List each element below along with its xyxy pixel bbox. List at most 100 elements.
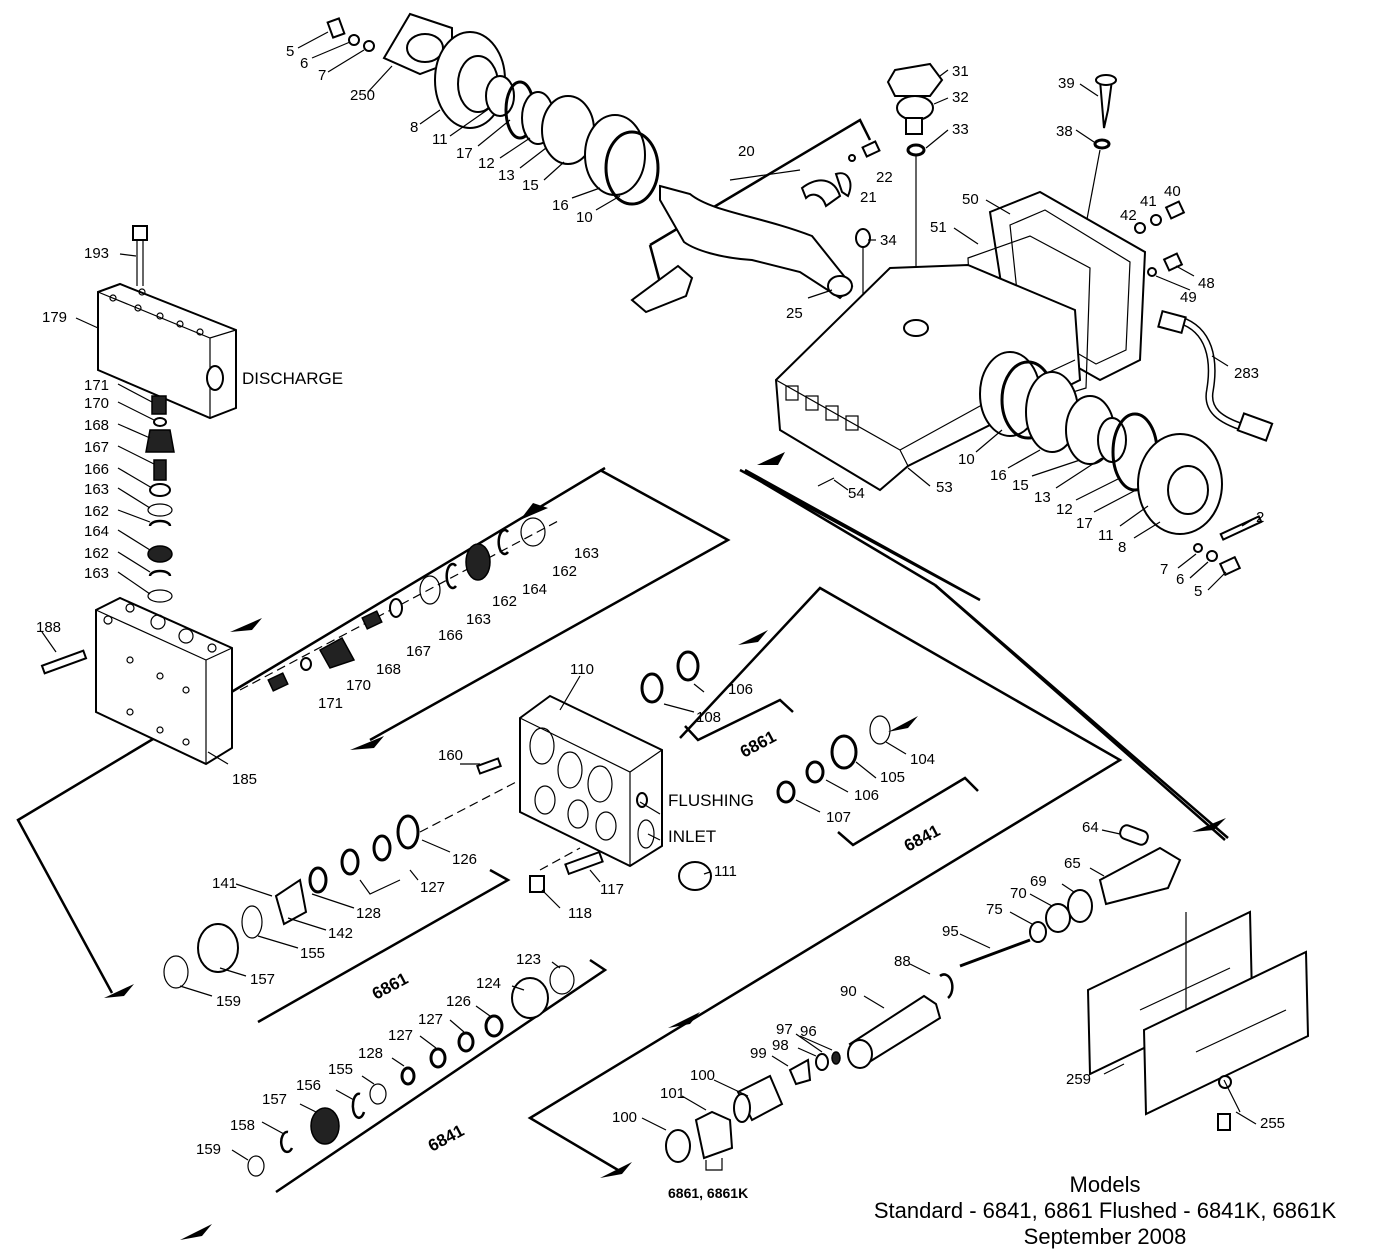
part-label: 25 [786, 305, 803, 322]
inlet-port-label: INLET [668, 827, 716, 846]
part-label: 283 [1234, 365, 1259, 382]
part-label: 171 [84, 377, 109, 394]
model-label: 6861, 6861K [668, 1185, 748, 1201]
part-label: 127 [388, 1027, 413, 1044]
part-label: 50 [962, 191, 979, 208]
part-label: 33 [952, 121, 969, 138]
part-label: 163 [466, 611, 491, 628]
part-label: 99 [750, 1045, 767, 1062]
part-label: 51 [930, 219, 947, 236]
part-label: 168 [84, 417, 109, 434]
part-label: 170 [346, 677, 371, 694]
part-label: 127 [418, 1011, 443, 1028]
part-label: 126 [452, 851, 477, 868]
part-label: 156 [296, 1077, 321, 1094]
part-label: 166 [438, 627, 463, 644]
part-label: 22 [876, 169, 893, 186]
direction-arrows [104, 452, 1226, 1240]
part-label: 53 [936, 479, 953, 496]
part-label: 117 [600, 881, 624, 898]
part-label: 171 [318, 695, 343, 712]
part-label: 104 [910, 751, 935, 768]
part-label: 259 [1066, 1071, 1091, 1088]
part-label: 13 [1034, 489, 1051, 506]
part-label: 10 [958, 451, 975, 468]
leader-lines [41, 31, 1257, 1171]
part-label: 64 [1082, 819, 1099, 836]
part-label: 167 [84, 439, 109, 456]
part-label: 41 [1140, 193, 1157, 210]
part-label: 157 [262, 1091, 287, 1108]
part-label: 48 [1198, 275, 1215, 292]
part-label: 163 [84, 565, 109, 582]
part-label: 8 [1118, 539, 1126, 556]
crankcase-assembly [326, 12, 1274, 577]
part-label: 70 [1010, 885, 1027, 902]
part-label: 107 [826, 809, 851, 826]
part-label: 123 [516, 951, 541, 968]
part-label: 100 [612, 1109, 637, 1126]
part-label: 40 [1164, 183, 1181, 200]
footer-date: September 2008 [1023, 1224, 1187, 1249]
part-label: 111 [714, 863, 737, 880]
part-label: 15 [522, 177, 539, 194]
part-label: 34 [880, 232, 897, 249]
model-label: 6861 [737, 727, 779, 762]
part-label: 6 [1176, 571, 1184, 588]
part-label: 167 [406, 643, 431, 660]
part-label: 101 [660, 1085, 685, 1102]
part-label: 170 [84, 395, 109, 412]
part-label: 155 [300, 945, 325, 962]
part-label: 12 [1056, 501, 1073, 518]
discharge-manifold [40, 225, 561, 766]
part-label: 11 [1098, 527, 1114, 544]
part-label: 16 [552, 197, 569, 214]
part-label: 100 [690, 1067, 715, 1084]
part-label: 168 [376, 661, 401, 678]
part-label: 20 [738, 143, 755, 160]
models-footer: Models Standard - 6841, 6861 Flushed - 6… [825, 1172, 1385, 1250]
model-label: 6861 [369, 969, 411, 1004]
part-label: 5 [1194, 583, 1202, 600]
flushing-port-label: FLUSHING [668, 791, 754, 810]
part-label: 97 [776, 1021, 793, 1038]
part-label: 54 [848, 485, 865, 502]
part-label: 127 [420, 879, 445, 896]
part-label: 15 [1012, 477, 1029, 494]
part-label: 21 [860, 189, 877, 206]
part-label: 7 [318, 67, 326, 84]
part-label: 88 [894, 953, 911, 970]
part-label: 159 [216, 993, 241, 1010]
mounting-rails [1086, 910, 1310, 1131]
part-label: 108 [696, 709, 721, 726]
part-label: 16 [990, 467, 1007, 484]
part-label: 158 [230, 1117, 255, 1134]
part-label: 188 [36, 619, 61, 636]
footer-title: Models [1069, 1172, 1141, 1197]
part-label: 142 [328, 925, 353, 942]
part-label: 250 [350, 87, 375, 104]
part-label: 98 [772, 1037, 789, 1054]
part-label: 162 [84, 545, 109, 562]
part-label: 10 [576, 209, 593, 226]
assembly-guide-lines [16, 118, 1229, 1194]
part-label: 118 [568, 905, 592, 922]
part-label: 126 [446, 993, 471, 1010]
footer-models: Standard - 6841, 6861 Flushed - 6841K, 6… [873, 1198, 1337, 1223]
part-label: 163 [84, 481, 109, 498]
part-label: 31 [952, 63, 969, 80]
part-label: 157 [250, 971, 275, 988]
part-label: 11 [432, 131, 448, 148]
part-label: 96 [800, 1023, 817, 1040]
part-label: 17 [456, 145, 473, 162]
part-label: 128 [358, 1045, 383, 1062]
part-label: 90 [840, 983, 857, 1000]
part-label: 13 [498, 167, 515, 184]
seal-rings [163, 650, 891, 1177]
part-label: 69 [1030, 873, 1047, 890]
part-label: 162 [84, 503, 109, 520]
part-label: 166 [84, 461, 109, 478]
part-label: 106 [854, 787, 879, 804]
part-label: 39 [1058, 75, 1075, 92]
part-label: 163 [574, 545, 599, 562]
